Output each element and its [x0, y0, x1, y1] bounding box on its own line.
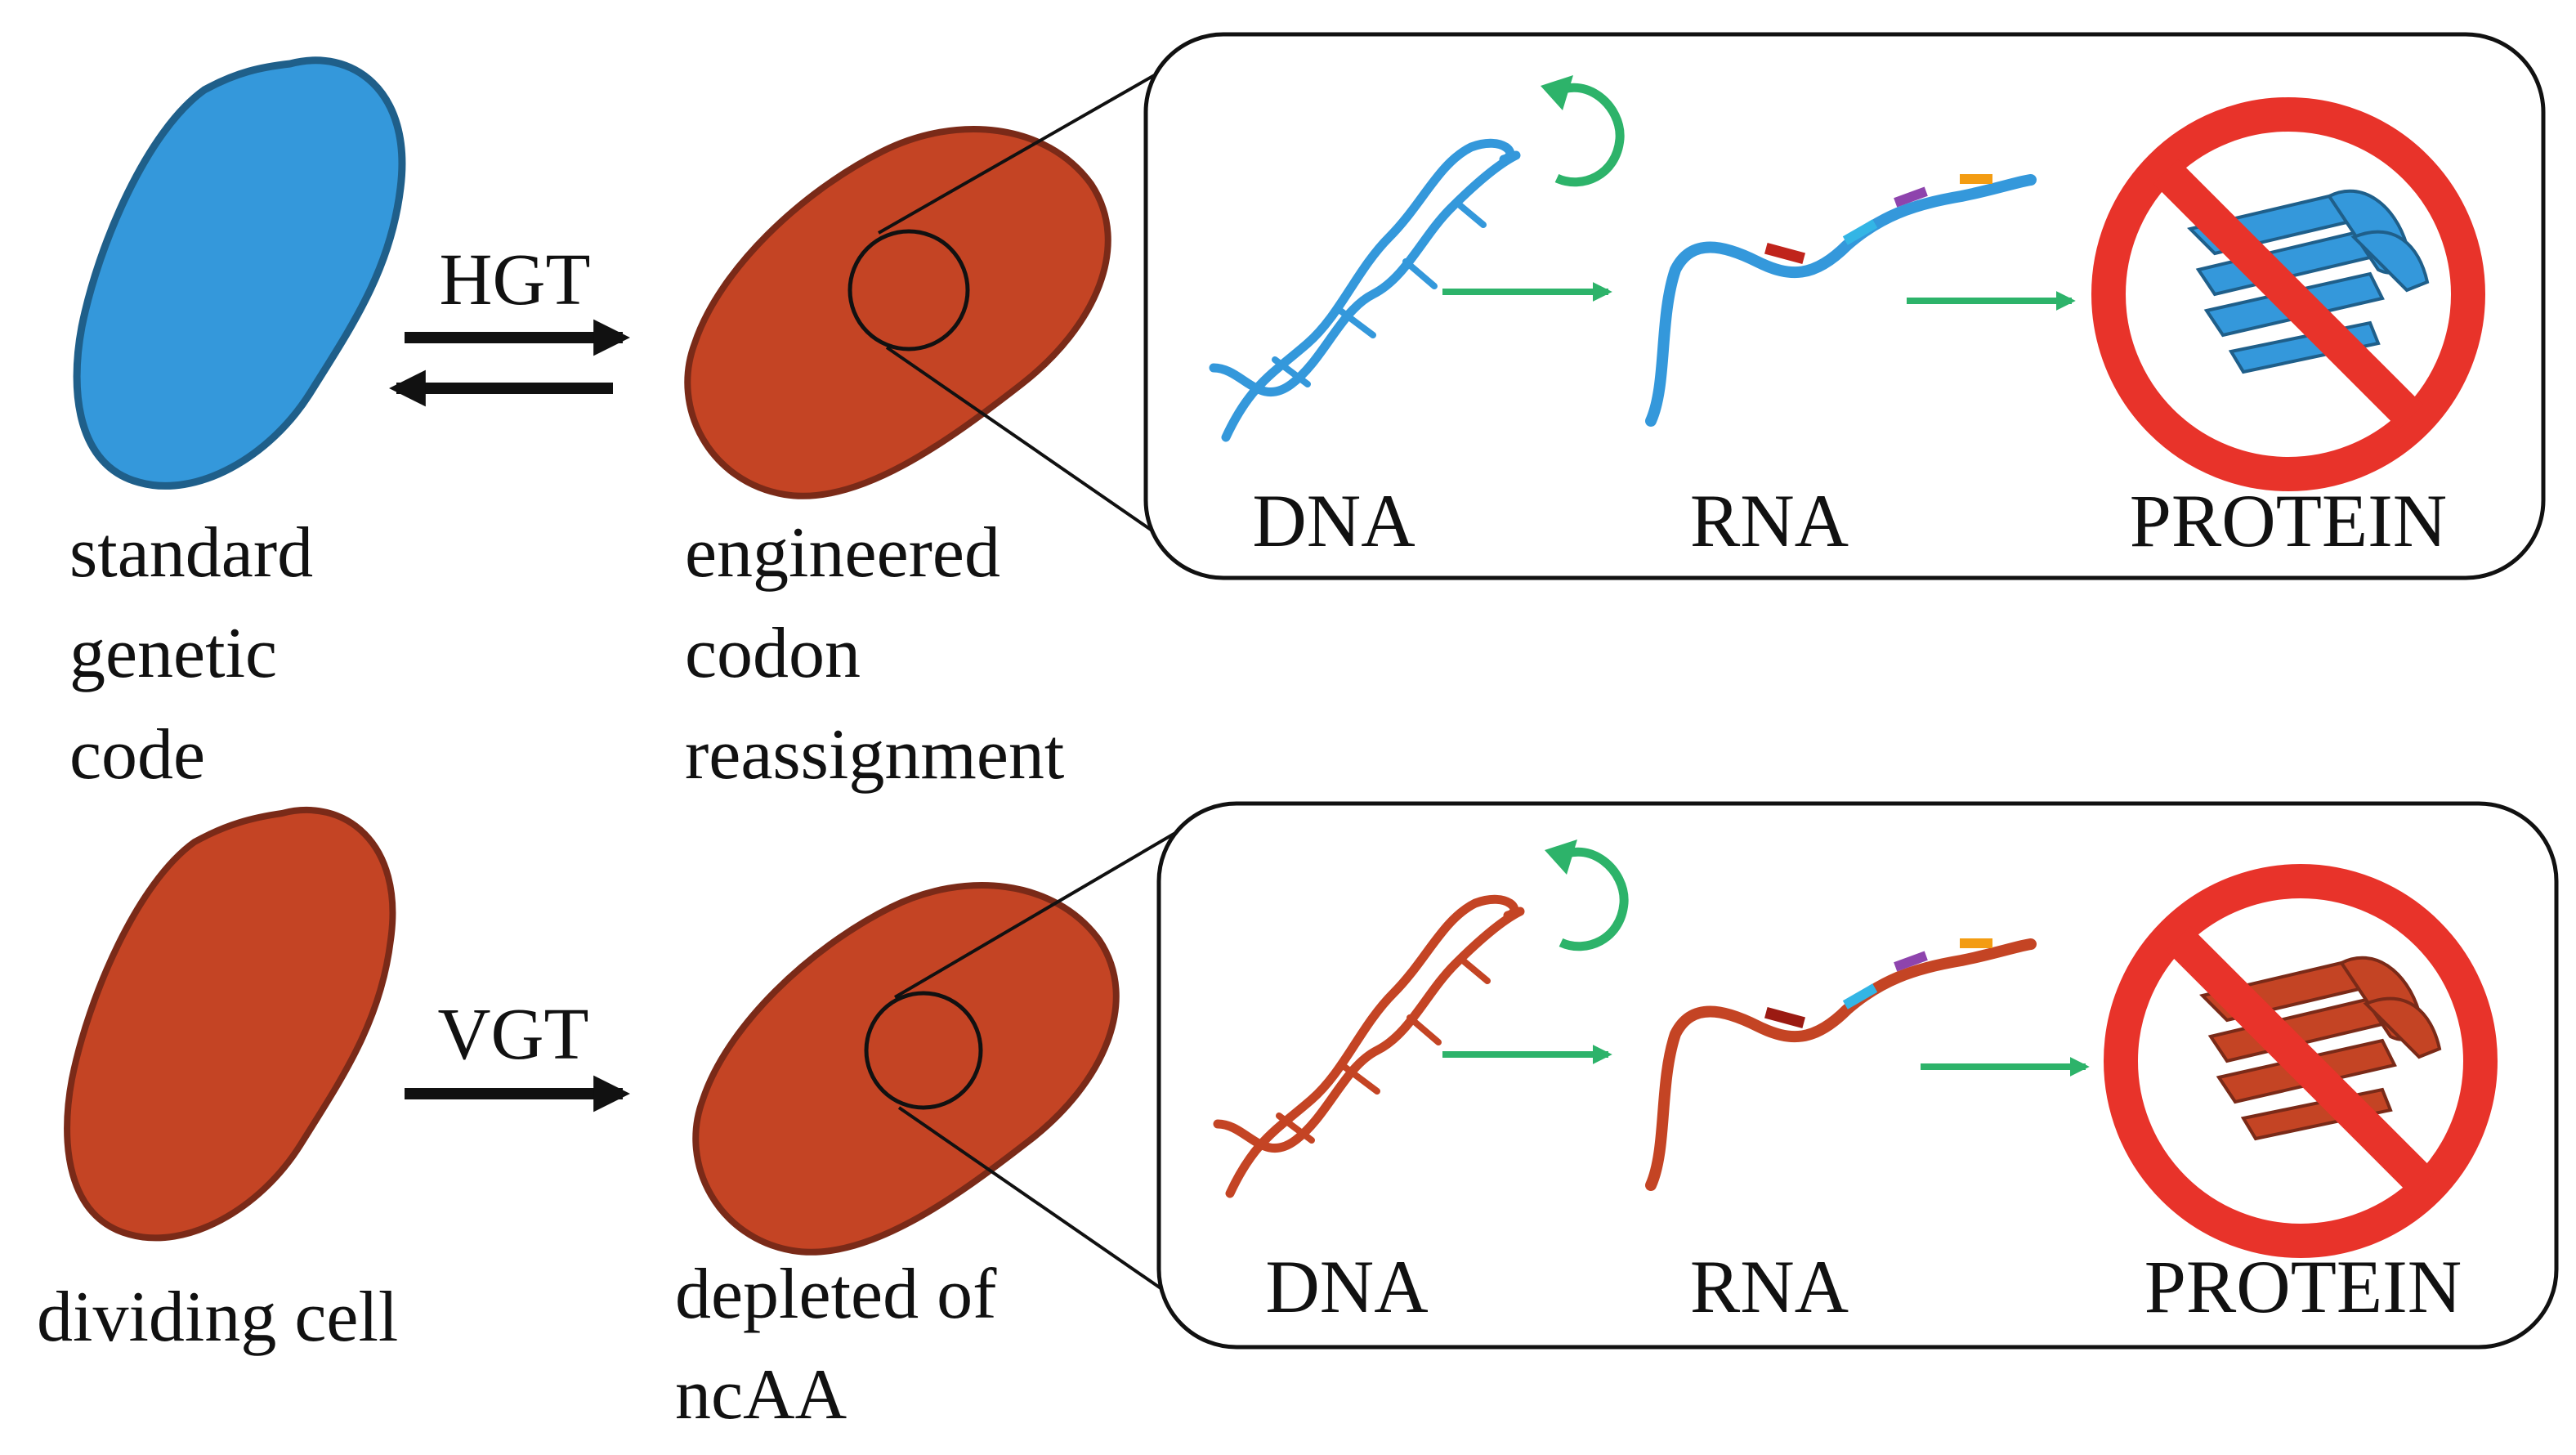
zoom-region-circle [864, 991, 983, 1110]
standard-caption-line-3: code [69, 715, 205, 795]
blocked-protein-bottom [2104, 864, 2498, 1258]
depleted-cell-caption: depleted of ncAA [675, 1255, 1014, 1435]
depleted-caption-line-2: ncAA [675, 1355, 847, 1435]
purple-codon-marker [1894, 951, 1928, 972]
dividing-cell-caption: dividing cell [37, 1278, 398, 1357]
cyan-codon-marker [1842, 219, 1878, 245]
prohibition-slash [2166, 926, 2435, 1196]
standard-caption-line-1: standard [69, 513, 313, 593]
blue-cell-icon [73, 56, 406, 490]
orange-codon-marker [1960, 174, 1992, 184]
standard-cell-caption: standard genetic code [69, 513, 331, 795]
engineered-caption-line-3: reassignment [685, 715, 1064, 795]
red-cell-icon [684, 126, 1111, 499]
rna-strand-icon [1645, 174, 2037, 427]
hgt-label: HGT [440, 240, 591, 320]
red-codon-marker [1764, 1007, 1805, 1028]
dna-label: DNA [1252, 479, 1415, 562]
purple-codon-marker [1894, 186, 1928, 208]
zoom-line-upper [878, 65, 1169, 235]
rna-strand-icon [1645, 938, 2037, 1191]
bottom-row: VGT dividing cell depleted of ncAA [37, 801, 2559, 1435]
zoom-line-upper [893, 828, 1183, 999]
engineered-caption-line-1: engineered [685, 513, 1000, 593]
rna-label: RNA [1690, 1245, 1849, 1328]
prohibition-slash [2153, 159, 2423, 429]
replication-loop-icon [1550, 83, 1625, 187]
protein-label: PROTEIN [2144, 1245, 2462, 1328]
zoom-region-circle [847, 229, 970, 351]
top-row: HGT standard genetic code engineered cod… [69, 32, 2546, 795]
depleted-caption-line-1: depleted of [675, 1255, 997, 1334]
blocked-protein-top [2091, 97, 2485, 491]
dna-helix-icon [1209, 138, 1521, 442]
replication-loop-icon [1554, 847, 1629, 951]
vgt-label: VGT [438, 994, 589, 1075]
cyan-codon-marker [1842, 983, 1878, 1010]
replication-loop-arrowhead [1545, 839, 1577, 875]
red-cell-icon [692, 882, 1120, 1256]
zoom-line-lower [897, 1106, 1191, 1310]
rna-label: RNA [1690, 479, 1849, 562]
orange-codon-marker [1960, 938, 1992, 948]
dna-label: DNA [1265, 1245, 1428, 1328]
standard-caption-line-2: genetic [69, 614, 277, 693]
red-cell-icon [64, 807, 396, 1242]
zoom-line-lower [885, 346, 1178, 549]
dna-helix-icon [1213, 894, 1525, 1198]
engineered-caption-line-2: codon [685, 614, 861, 693]
replication-loop-arrowhead [1541, 75, 1573, 110]
protein-label: PROTEIN [2130, 479, 2447, 562]
red-codon-marker [1764, 243, 1805, 264]
engineered-cell-caption: engineered codon reassignment [685, 513, 1064, 795]
